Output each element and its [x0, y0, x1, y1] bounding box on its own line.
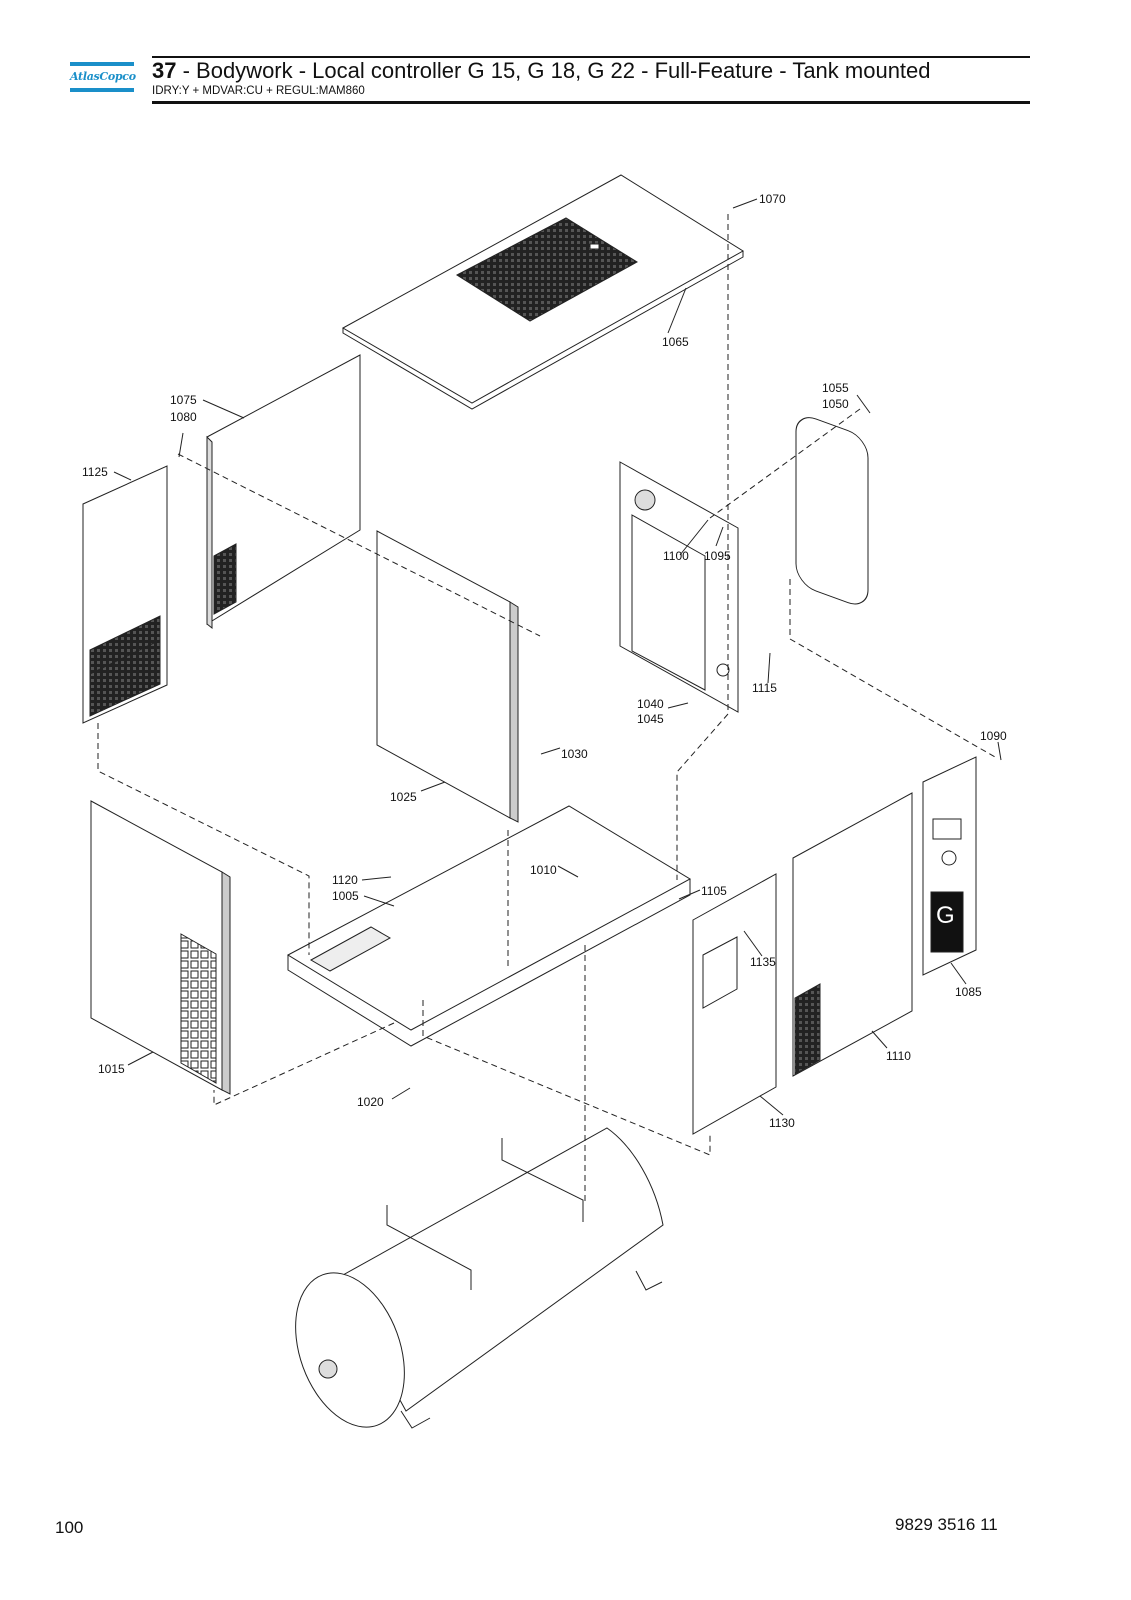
callout-1030: 1030: [561, 747, 588, 761]
callout-1125: 1125: [82, 465, 108, 479]
cover-plate-1050: [795, 417, 869, 605]
callout-1045: 1045: [637, 712, 664, 726]
logo-bar-top: [70, 62, 134, 66]
callout-1105: 1105: [701, 884, 727, 898]
door-panel-1110: [792, 792, 913, 1077]
page-number: 100: [55, 1518, 84, 1537]
leader-lines: [113, 198, 1002, 1116]
callout-1110: 1110: [886, 1049, 911, 1063]
callout-1130: 1130: [769, 1116, 795, 1130]
callout-1025: 1025: [390, 790, 417, 804]
section-title: - Bodywork - Local controller G 15, G 18…: [176, 58, 931, 83]
callout-1020: 1020: [357, 1095, 384, 1109]
page-subtitle: IDRY:Y + MDVAR:CU + REGUL:MAM860: [152, 85, 365, 97]
callout-1095: 1095: [704, 549, 731, 563]
door-panel-1130: [692, 873, 777, 1135]
callout-1115: 1115: [752, 681, 777, 695]
callout-1100: 1100: [663, 549, 689, 563]
logo-bar-bottom: [70, 88, 134, 92]
callout-1010: 1010: [530, 863, 557, 877]
assembly-lines: [97, 214, 996, 1205]
callout-labels: 1070 1065 1055 1050 1075 1080 1125 1100 …: [82, 192, 1007, 1130]
callout-1015: 1015: [98, 1062, 125, 1076]
header-rule-top: [152, 56, 1030, 58]
callout-1075: 1075: [170, 393, 197, 407]
callout-1090: 1090: [980, 729, 1007, 743]
callout-1135: 1135: [750, 955, 776, 969]
air-receiver-tank: [295, 1127, 664, 1429]
rear-frame-1040: [619, 461, 739, 713]
callout-1080: 1080: [170, 410, 197, 424]
document-number: 9829 3516 11: [895, 1515, 998, 1534]
callout-1050: 1050: [822, 397, 849, 411]
callout-1055: 1055: [822, 381, 849, 395]
callout-1065: 1065: [662, 335, 689, 349]
controller-g-logo: G: [936, 902, 955, 929]
page-header: AtlasCopco 37 - Bodywork - Local control…: [70, 56, 1030, 106]
roof-panel-1065: [341, 174, 744, 410]
section-number: 37: [152, 58, 177, 83]
base-frame: [286, 805, 692, 1047]
atlas-copco-logo: AtlasCopco: [70, 62, 136, 92]
callout-1070: 1070: [759, 192, 786, 206]
callout-1005: 1005: [332, 889, 359, 903]
left-side-panel-1075: [206, 354, 361, 630]
page-title: 37 - Bodywork - Local controller G 15, G…: [152, 58, 931, 84]
logo-wordmark: AtlasCopco: [70, 70, 136, 83]
controller-panel-1085: G: [922, 756, 977, 976]
callout-1040: 1040: [637, 697, 664, 711]
front-grille-panel-1125: [82, 465, 168, 724]
callout-1085: 1085: [955, 985, 982, 999]
left-lower-panel-1015: [90, 800, 231, 1095]
header-rule-bottom: [152, 101, 1030, 104]
inner-panel-1025: [376, 530, 519, 823]
callout-1120: 1120: [332, 873, 358, 887]
